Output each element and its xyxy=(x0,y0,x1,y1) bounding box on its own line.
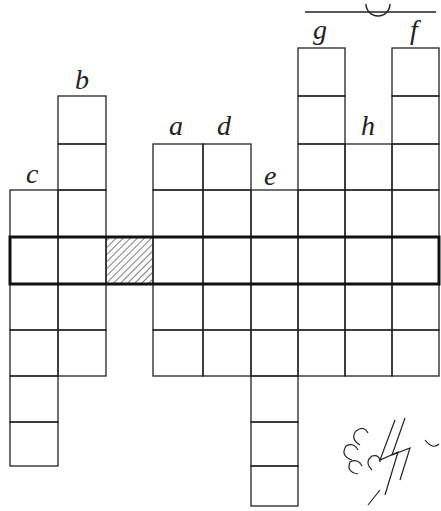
grid-cell xyxy=(392,237,439,284)
grid-cell xyxy=(251,330,298,376)
grid-cell xyxy=(298,284,345,330)
grid-cell xyxy=(153,330,203,376)
grid-cell xyxy=(298,190,345,237)
grid-cell xyxy=(153,190,203,237)
answer-band xyxy=(10,237,439,284)
grid-cell xyxy=(298,330,345,376)
corner-doodle xyxy=(344,418,439,505)
grid-cell xyxy=(251,284,298,330)
grid-cell xyxy=(10,284,58,330)
grid-cell xyxy=(392,190,439,237)
column-letter: e xyxy=(264,162,276,190)
column-letter: f xyxy=(410,16,418,44)
grid-cell xyxy=(10,330,58,376)
grid-cell xyxy=(392,48,439,96)
grid-cell xyxy=(392,144,439,190)
grid-cell xyxy=(251,190,298,237)
grid-cell xyxy=(345,330,392,376)
grid-cell xyxy=(58,190,106,237)
grid-cell xyxy=(10,376,58,422)
grid-cell xyxy=(345,237,392,284)
grid-cell xyxy=(203,237,251,284)
grid-cell xyxy=(392,96,439,144)
grid-cell xyxy=(106,237,153,284)
grid-cell xyxy=(392,284,439,330)
grid-cell xyxy=(58,284,106,330)
grid-cell xyxy=(58,96,106,144)
grid-cell xyxy=(153,284,203,330)
grid-cell xyxy=(298,96,345,144)
grid-cells xyxy=(10,48,439,506)
grid-cell xyxy=(345,190,392,237)
grid-cell xyxy=(10,422,58,466)
grid-cell xyxy=(10,190,58,237)
grid-cell xyxy=(203,144,251,190)
grid-cell xyxy=(392,330,439,376)
top-ornament xyxy=(366,4,390,16)
column-letter: d xyxy=(217,112,231,140)
grid-cell xyxy=(251,422,298,466)
grid-cell xyxy=(251,466,298,506)
grid-cell xyxy=(345,284,392,330)
grid-cell xyxy=(153,144,203,190)
grid-cell xyxy=(298,144,345,190)
grid-cell xyxy=(251,237,298,284)
column-letter: c xyxy=(26,160,38,188)
grid-cell xyxy=(203,284,251,330)
grid-cell xyxy=(153,237,203,284)
grid-cell xyxy=(251,376,298,422)
grid-cell xyxy=(10,237,58,284)
column-letter: g xyxy=(313,16,327,44)
column-letter: a xyxy=(169,112,183,140)
column-letter: h xyxy=(361,112,375,140)
grid-cell xyxy=(203,190,251,237)
grid-cell xyxy=(298,237,345,284)
grid-cell xyxy=(58,237,106,284)
grid-cell xyxy=(58,330,106,376)
grid-cell xyxy=(345,144,392,190)
grid-cell xyxy=(203,330,251,376)
grid-cell xyxy=(58,144,106,190)
column-letter: b xyxy=(75,66,89,94)
grid-cell xyxy=(298,48,345,96)
